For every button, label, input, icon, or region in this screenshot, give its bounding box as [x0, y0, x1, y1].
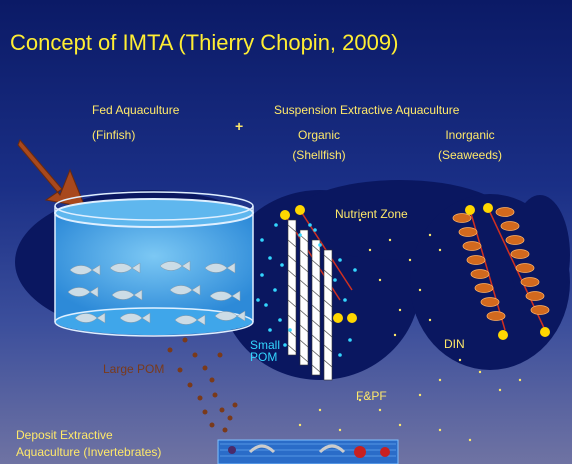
small-pom-dots — [256, 223, 357, 357]
fish-cage — [54, 191, 254, 337]
organic-label: Organic — [297, 128, 341, 142]
shellfish-lines — [280, 205, 357, 381]
suspension-label: Suspension Extractive Aquaculture — [274, 103, 460, 117]
large-pom-dots — [167, 337, 238, 433]
small-pom-label-1: Small — [250, 338, 281, 352]
seaweed-lines — [452, 203, 550, 340]
arrow-icon — [17, 139, 86, 208]
finfish-label: (Finfish) — [92, 128, 136, 142]
deposit-label-2: Aquaculture (Invertebrates) — [16, 445, 162, 459]
buoy-icons — [280, 205, 357, 323]
seaweeds-label: (Seaweeds) — [437, 148, 503, 162]
seaweed-buoy-icons — [465, 203, 550, 340]
din-label: DIN — [444, 337, 465, 351]
slide-title: Concept of IMTA (Thierry Chopin, 2009) — [10, 30, 399, 55]
deposit-label-1: Deposit Extractive — [16, 428, 113, 442]
plus-sign: + — [235, 118, 244, 134]
fpf-label: F&PF — [356, 389, 387, 403]
inorganic-label: Inorganic — [445, 128, 495, 142]
large-pom-label: Large POM — [103, 362, 165, 376]
shellfish-label: (Shellfish) — [292, 148, 346, 162]
nutrient-dots — [298, 218, 522, 442]
deposit-tray — [217, 439, 399, 464]
fed-aquaculture-label: Fed Aquaculture — [92, 103, 180, 117]
small-pom-label-2: POM — [250, 350, 278, 364]
nutrient-zone-label: Nutrient Zone — [335, 207, 408, 221]
